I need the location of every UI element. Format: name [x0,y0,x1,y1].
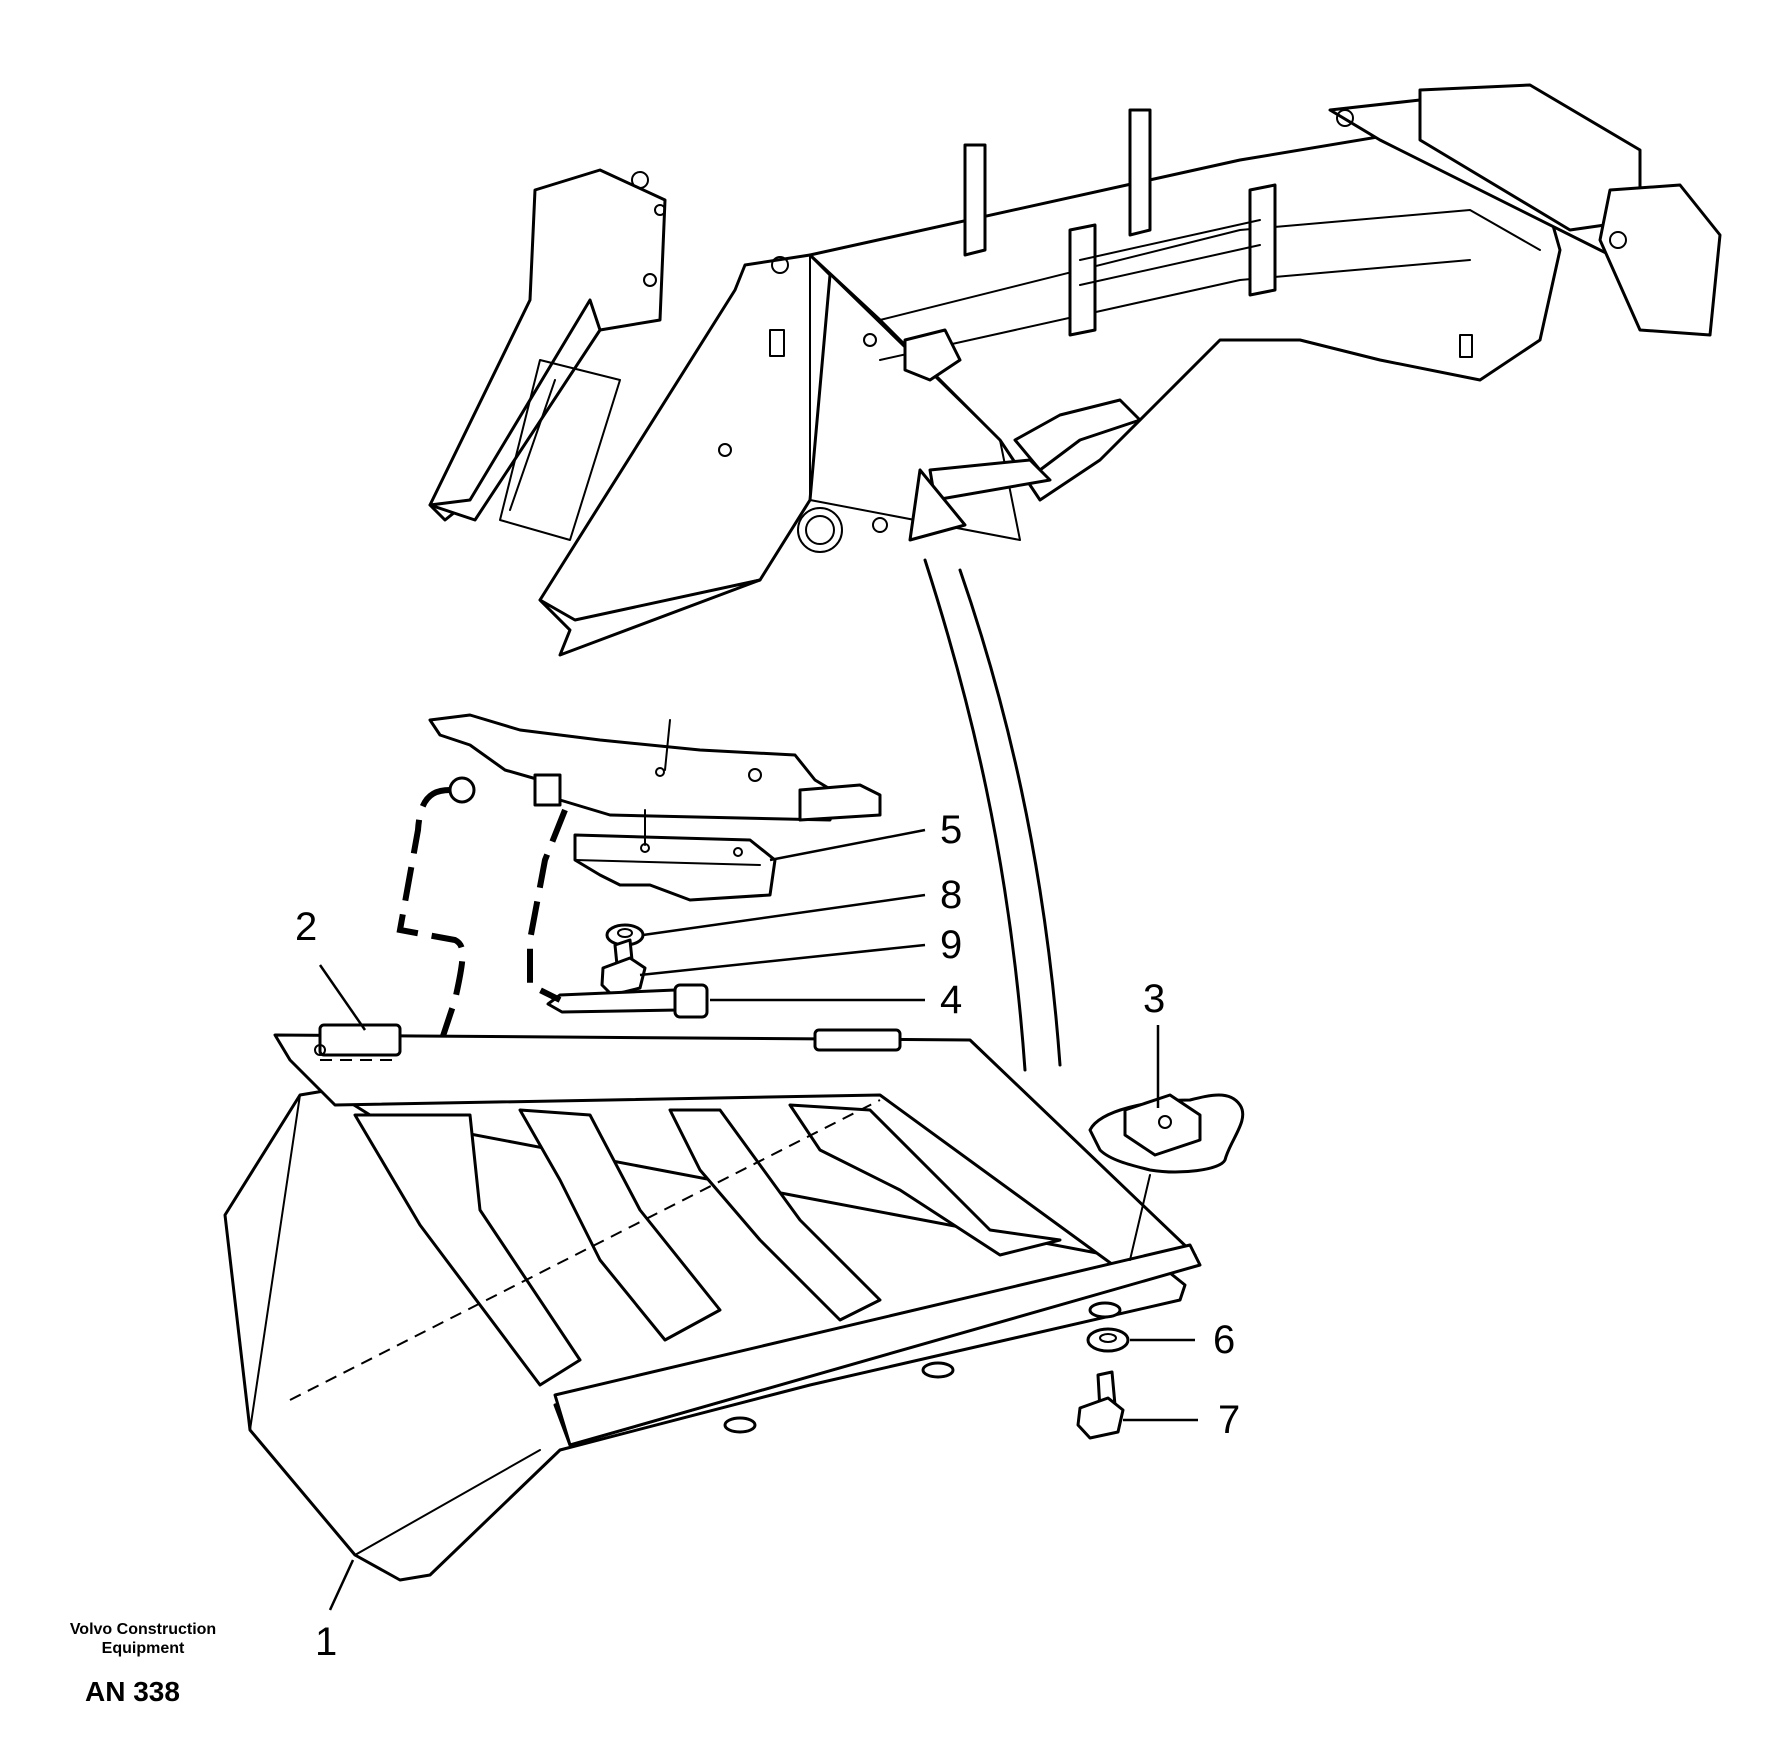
part-7-bolt [1076,1370,1125,1440]
callout-7: 7 [1123,1398,1240,1442]
callout-8: 8 [642,873,962,937]
connection-dashed-lines [396,787,568,1063]
part-2-hinge-tab [314,1023,902,1061]
callout-3-label: 3 [1143,977,1165,1021]
part-5-wear-block [573,809,777,902]
diagram-code: AN 338 [85,1676,180,1707]
callout-6: 6 [1130,1318,1235,1362]
front-frame-drawing [428,83,1722,657]
part-6-washer [1086,1327,1130,1353]
manufacturer-name-line2: Equipment [102,1640,185,1657]
callout-4-label: 4 [940,978,962,1022]
callout-8-label: 8 [940,873,962,917]
callout-7-label: 7 [1218,1398,1240,1442]
callout-3: 3 [1143,977,1165,1108]
callout-1-label: 1 [315,1620,337,1664]
part-1-guard-plate [223,1033,1202,1582]
callout-1: 1 [315,1559,355,1664]
callout-5-label: 5 [940,808,962,852]
callout-4: 4 [710,978,962,1022]
callout-6-label: 6 [1213,1318,1235,1362]
part-3-mount-bracket [1088,1093,1245,1261]
frame-section-detail [428,713,882,822]
callout-2: 2 [295,905,367,1031]
callout-9-label: 9 [940,923,962,967]
callout-2-label: 2 [295,905,317,949]
callout-9: 9 [639,923,962,977]
part-4-pin [546,983,709,1019]
callout-5: 5 [769,808,962,862]
assembly-arrow [908,468,1062,1072]
manufacturer-name-line1: Volvo Construction [70,1621,216,1638]
part-9-screw [600,938,647,997]
